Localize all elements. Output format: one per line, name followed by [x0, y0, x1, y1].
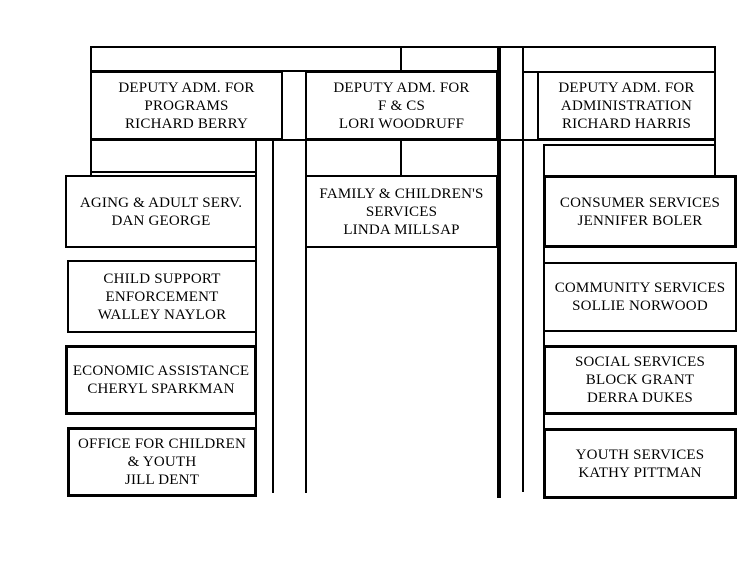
org-box-child-support-enforcement: CHILD SUPPORT ENFORCEMENT WALLEY NAYLOR: [67, 260, 257, 333]
box-title-line: CHILD SUPPORT: [103, 270, 221, 287]
box-title-line: ADMINISTRATION: [560, 97, 693, 114]
box-person-name: DERRA DUKES: [587, 390, 693, 406]
box-title-line: CONSUMER SERVICES: [559, 194, 721, 211]
org-box-aging-adult-services: AGING & ADULT SERV. DAN GEORGE: [65, 175, 257, 248]
org-box-family-childrens-services: FAMILY & CHILDREN'S SERVICES LINDA MILLS…: [305, 175, 498, 248]
box-person-name: KATHY PITTMAN: [578, 464, 702, 481]
box-person-name: RICHARD HARRIS: [561, 115, 692, 132]
box-title-line: YOUTH SERVICES: [575, 446, 705, 463]
box-title-line: OFFICE FOR CHILDREN: [78, 436, 246, 452]
connector-middle-channel-drop: [400, 139, 402, 177]
box-title-line: SERVICES: [365, 203, 438, 220]
connector-right-section-rail: [522, 46, 524, 492]
org-box-social-services-block-grant: SOCIAL SERVICES BLOCK GRANT DERRA DUKES: [543, 345, 737, 415]
box-person-name: LINDA MILLSAP: [343, 221, 460, 238]
box-person-name: JILL DENT: [124, 472, 200, 488]
connector-row2-rail: [90, 139, 716, 141]
connector-left-channel-bottom: [91, 171, 257, 173]
box-person-name: WALLEY NAYLOR: [97, 306, 227, 323]
box-person-name: JENNIFER BOLER: [577, 212, 703, 229]
box-title-line: SOCIAL SERVICES: [574, 354, 705, 370]
box-title-line: AGING & ADULT SERV.: [79, 194, 243, 211]
org-box-consumer-services: CONSUMER SERVICES JENNIFER BOLER: [543, 175, 737, 248]
box-person-name: DAN GEORGE: [111, 212, 211, 229]
box-title-line: PROGRAMS: [144, 97, 229, 114]
org-box-community-services: COMMUNITY SERVICES SOLLIE NORWOOD: [543, 262, 737, 332]
org-box-economic-assistance: ECONOMIC ASSISTANCE CHERYL SPARKMAN: [65, 345, 257, 415]
box-person-name: LORI WOODRUFF: [338, 115, 465, 132]
box-title-line: BLOCK GRANT: [585, 372, 695, 388]
org-box-deputy-administration: DEPUTY ADM. FOR ADMINISTRATION RICHARD H…: [537, 71, 716, 140]
connector-top-rail: [90, 46, 716, 48]
box-title-line: ECONOMIC ASSISTANCE: [72, 363, 250, 379]
connector-center-divider: [497, 46, 501, 498]
box-title-line: F & CS: [377, 97, 426, 114]
connector-middle-column-rail: [305, 139, 307, 493]
box-title-line: FAMILY & CHILDREN'S: [319, 185, 484, 202]
box-person-name: RICHARD BERRY: [124, 115, 249, 132]
box-person-name: CHERYL SPARKMAN: [87, 381, 235, 397]
box-person-name: SOLLIE NORWOOD: [572, 298, 708, 314]
box-title-line: & YOUTH: [127, 454, 197, 470]
box-title-line: COMMUNITY SERVICES: [554, 280, 726, 296]
box-title-line: DEPUTY ADM. FOR: [118, 79, 255, 96]
connector-left-column-rail-b: [272, 139, 274, 493]
org-box-youth-services: YOUTH SERVICES KATHY PITTMAN: [543, 428, 737, 499]
org-box-deputy-programs: DEPUTY ADM. FOR PROGRAMS RICHARD BERRY: [90, 71, 283, 140]
connector-top-bar-divider: [400, 46, 402, 72]
box-title-line: ENFORCEMENT: [105, 288, 219, 305]
connector-left-bar-bottom: [90, 70, 499, 72]
connector-right-channel-top: [543, 144, 716, 146]
org-box-deputy-fcs: DEPUTY ADM. FOR F & CS LORI WOODRUFF: [305, 71, 498, 140]
box-title-line: DEPUTY ADM. FOR: [558, 79, 695, 96]
box-title-line: DEPUTY ADM. FOR: [333, 79, 470, 96]
org-box-office-children-youth: OFFICE FOR CHILDREN & YOUTH JILL DENT: [67, 427, 257, 497]
